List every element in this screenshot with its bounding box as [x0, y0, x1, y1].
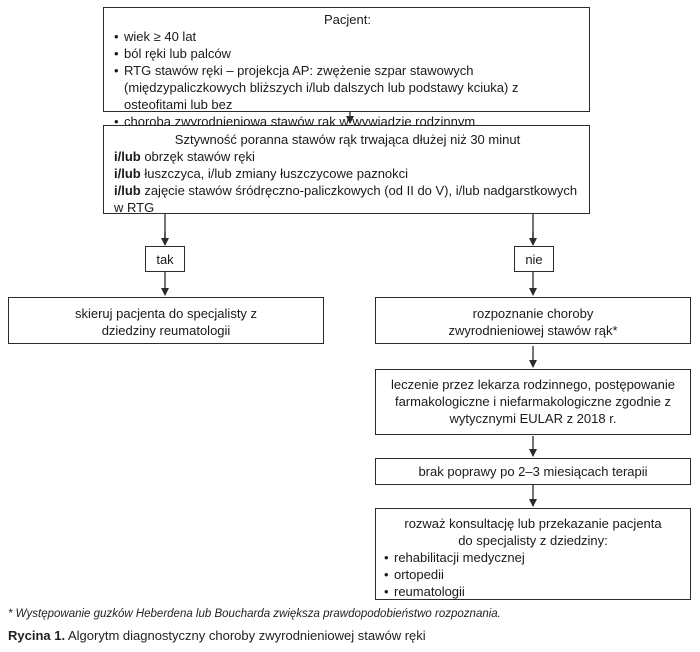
no-box: nie: [514, 246, 554, 272]
figure-caption: Rycina 1. Algorytm diagnostyczny choroby…: [8, 628, 426, 643]
patient-criteria-box: Pacjent: wiek ≥ 40 lat ból ręki lub palc…: [103, 7, 590, 130]
criterion-item: wiek ≥ 40 lat: [114, 28, 581, 45]
refer-rheumatology-box: skieruj pacjenta do specjalisty z dziedz…: [8, 297, 324, 344]
refer-text: skieruj pacjenta do specjalisty z dziedz…: [74, 306, 258, 338]
consult-box: rozważ konsultację lub przekazanie pacje…: [375, 508, 691, 600]
symptoms-box: Sztywność poranna stawów rąk trwająca dł…: [103, 125, 590, 216]
conjunction: i/lub: [114, 149, 141, 164]
yes-label: tak: [156, 252, 174, 267]
conjunction: i/lub: [114, 183, 141, 198]
symptom-row: i/lub łuszczyca, i/lub zmiany łuszczycow…: [114, 165, 581, 182]
symptoms-line1: Sztywność poranna stawów rąk trwająca dł…: [174, 132, 521, 147]
symptom-row: i/lub obrzęk stawów ręki: [114, 148, 581, 165]
treatment-box: leczenie przez lekarza rodzinnego, postę…: [375, 369, 691, 435]
specialty-list: rehabilitacji medycznej ortopedii reumat…: [384, 549, 682, 600]
conjunction: i/lub: [114, 166, 141, 181]
symptom-text: zajęcie stawów śródręczno-paliczkowych (…: [114, 183, 578, 215]
patient-title: Pacjent:: [324, 12, 371, 27]
symptom-text: łuszczyca, i/lub zmiany łuszczycowe pazn…: [140, 166, 409, 181]
no-label: nie: [525, 252, 543, 267]
diagnosis-box: rozpoznanie choroby zwyrodnieniowej staw…: [375, 297, 691, 344]
consult-title: rozważ konsultację lub przekazanie pacje…: [404, 516, 662, 548]
treatment-text: leczenie przez lekarza rodzinnego, postę…: [390, 377, 675, 426]
specialty-item: rehabilitacji medycznej: [384, 549, 682, 566]
caption-label: Rycina 1.: [8, 628, 66, 643]
symptom-text: obrzęk stawów ręki: [140, 149, 255, 164]
no-improvement-box: brak poprawy po 2–3 miesiącach terapii: [375, 458, 691, 485]
footnote: * Występowanie guzków Heberdena lub Bouc…: [8, 608, 501, 620]
no-improvement-text: brak poprawy po 2–3 miesiącach terapii: [418, 464, 648, 479]
criterion-item: RTG stawów ręki – projekcja AP: zwężenie…: [114, 62, 581, 113]
symptom-row: i/lub zajęcie stawów śródręczno-paliczko…: [114, 182, 581, 216]
patient-criteria-list: wiek ≥ 40 lat ból ręki lub palców RTG st…: [114, 28, 581, 130]
specialty-item: ortopedii: [384, 566, 682, 583]
yes-box: tak: [145, 246, 185, 272]
specialty-item: reumatologii: [384, 583, 682, 600]
caption-text: Algorytm diagnostyczny choroby zwyrodnie…: [65, 628, 426, 643]
criterion-item: ból ręki lub palców: [114, 45, 581, 62]
diagnosis-text: rozpoznanie choroby zwyrodnieniowej staw…: [448, 306, 618, 338]
